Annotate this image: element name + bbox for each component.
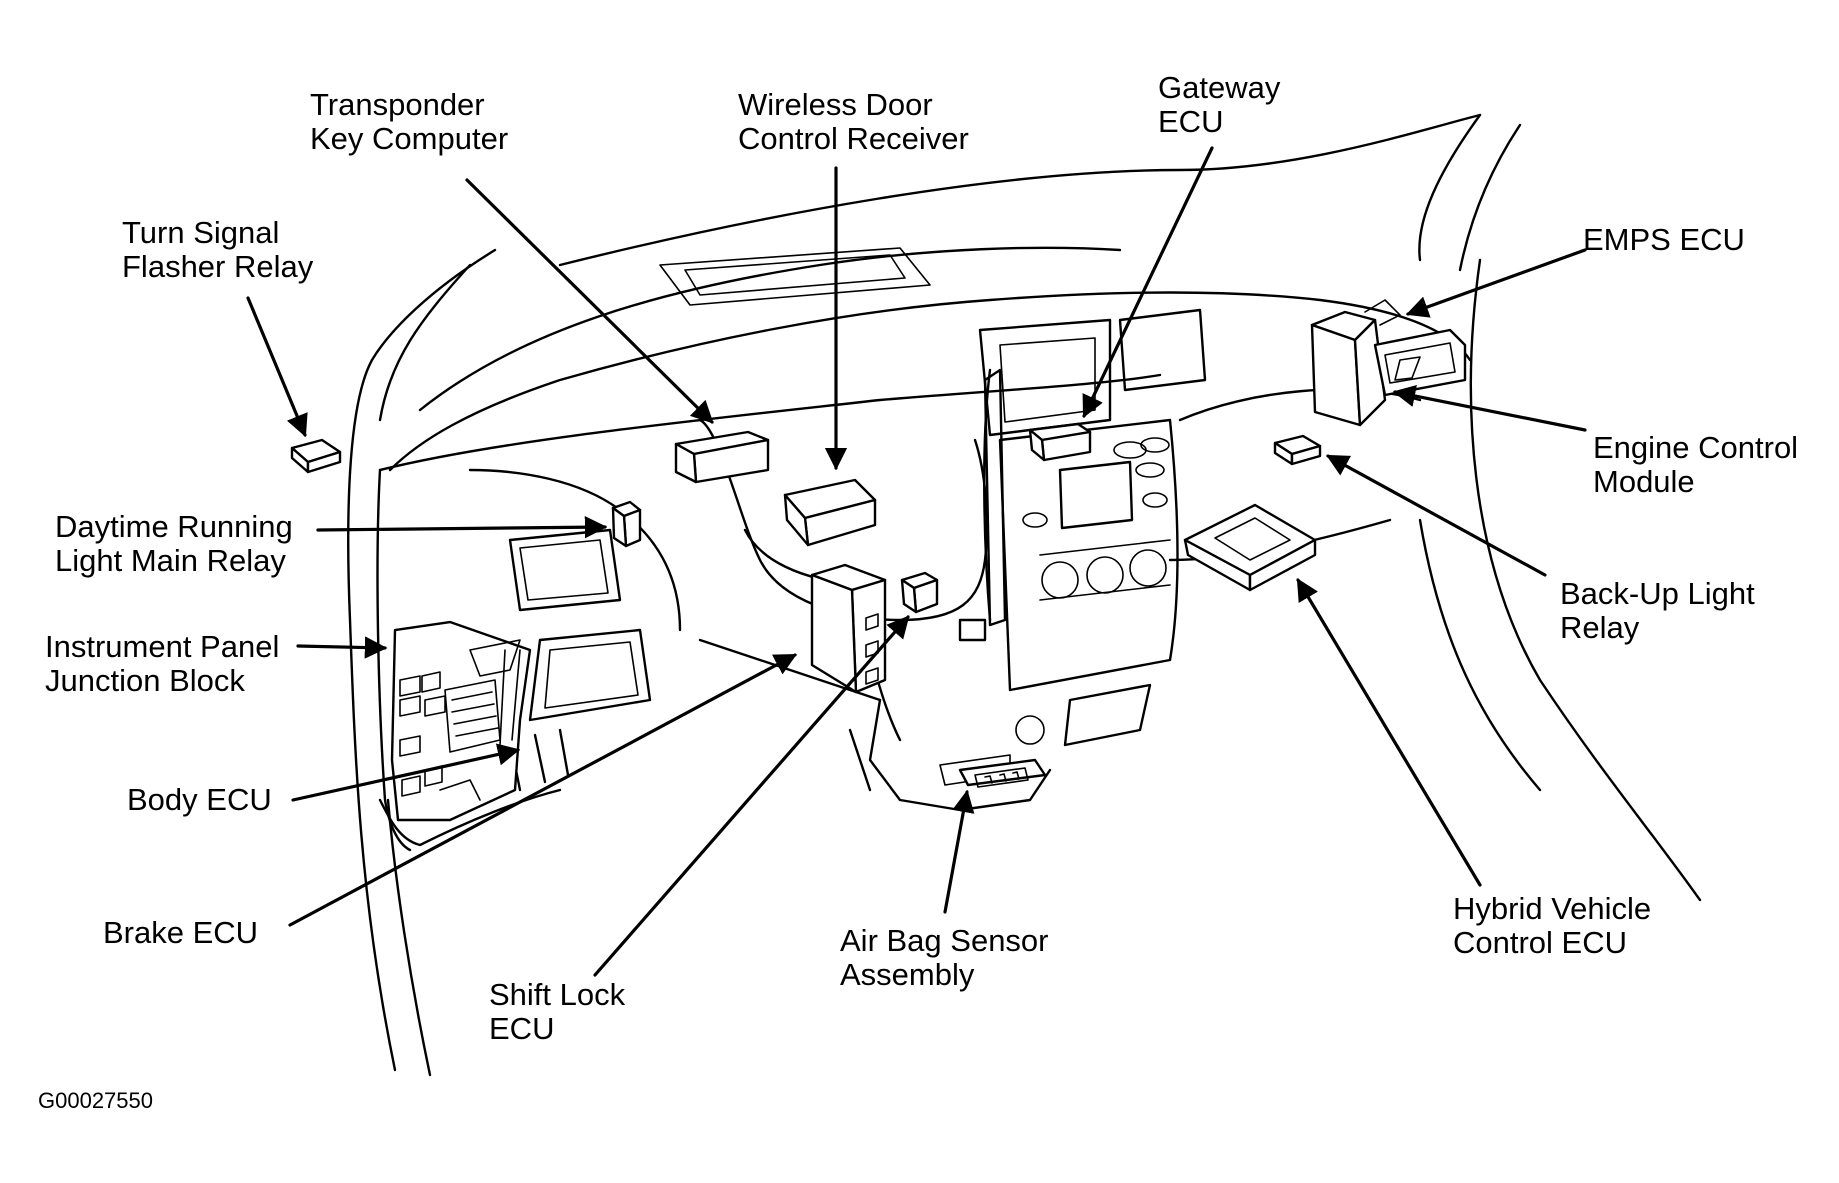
- component-engine-control-module: [1373, 328, 1467, 397]
- label-body-ecu: Body ECU: [127, 782, 272, 817]
- component-turn-signal-relay: [290, 438, 342, 474]
- component-wireless-receiver: [783, 478, 877, 547]
- leader-lines: [246, 146, 1587, 977]
- component-gateway-ecu: [1028, 422, 1092, 462]
- component-shift-lock-ecu: [900, 571, 939, 614]
- component-junction-block: [390, 620, 532, 822]
- component-airbag-sensor: [958, 758, 1047, 788]
- figure-code: G00027550: [38, 1088, 153, 1113]
- label-emps-ecu: EMPS ECU: [1583, 222, 1745, 257]
- component-brake-ecu: [810, 563, 887, 694]
- cabin-outline: [347, 113, 1702, 1077]
- label-brake-ecu: Brake ECU: [103, 915, 259, 950]
- component-transponder-key-computer: [674, 430, 770, 484]
- component-hybrid-control-ecu: [1183, 503, 1317, 592]
- dashboard-structure: [376, 246, 1472, 852]
- component-drl-relay: [611, 500, 642, 548]
- component-backup-light-relay: [1273, 434, 1322, 466]
